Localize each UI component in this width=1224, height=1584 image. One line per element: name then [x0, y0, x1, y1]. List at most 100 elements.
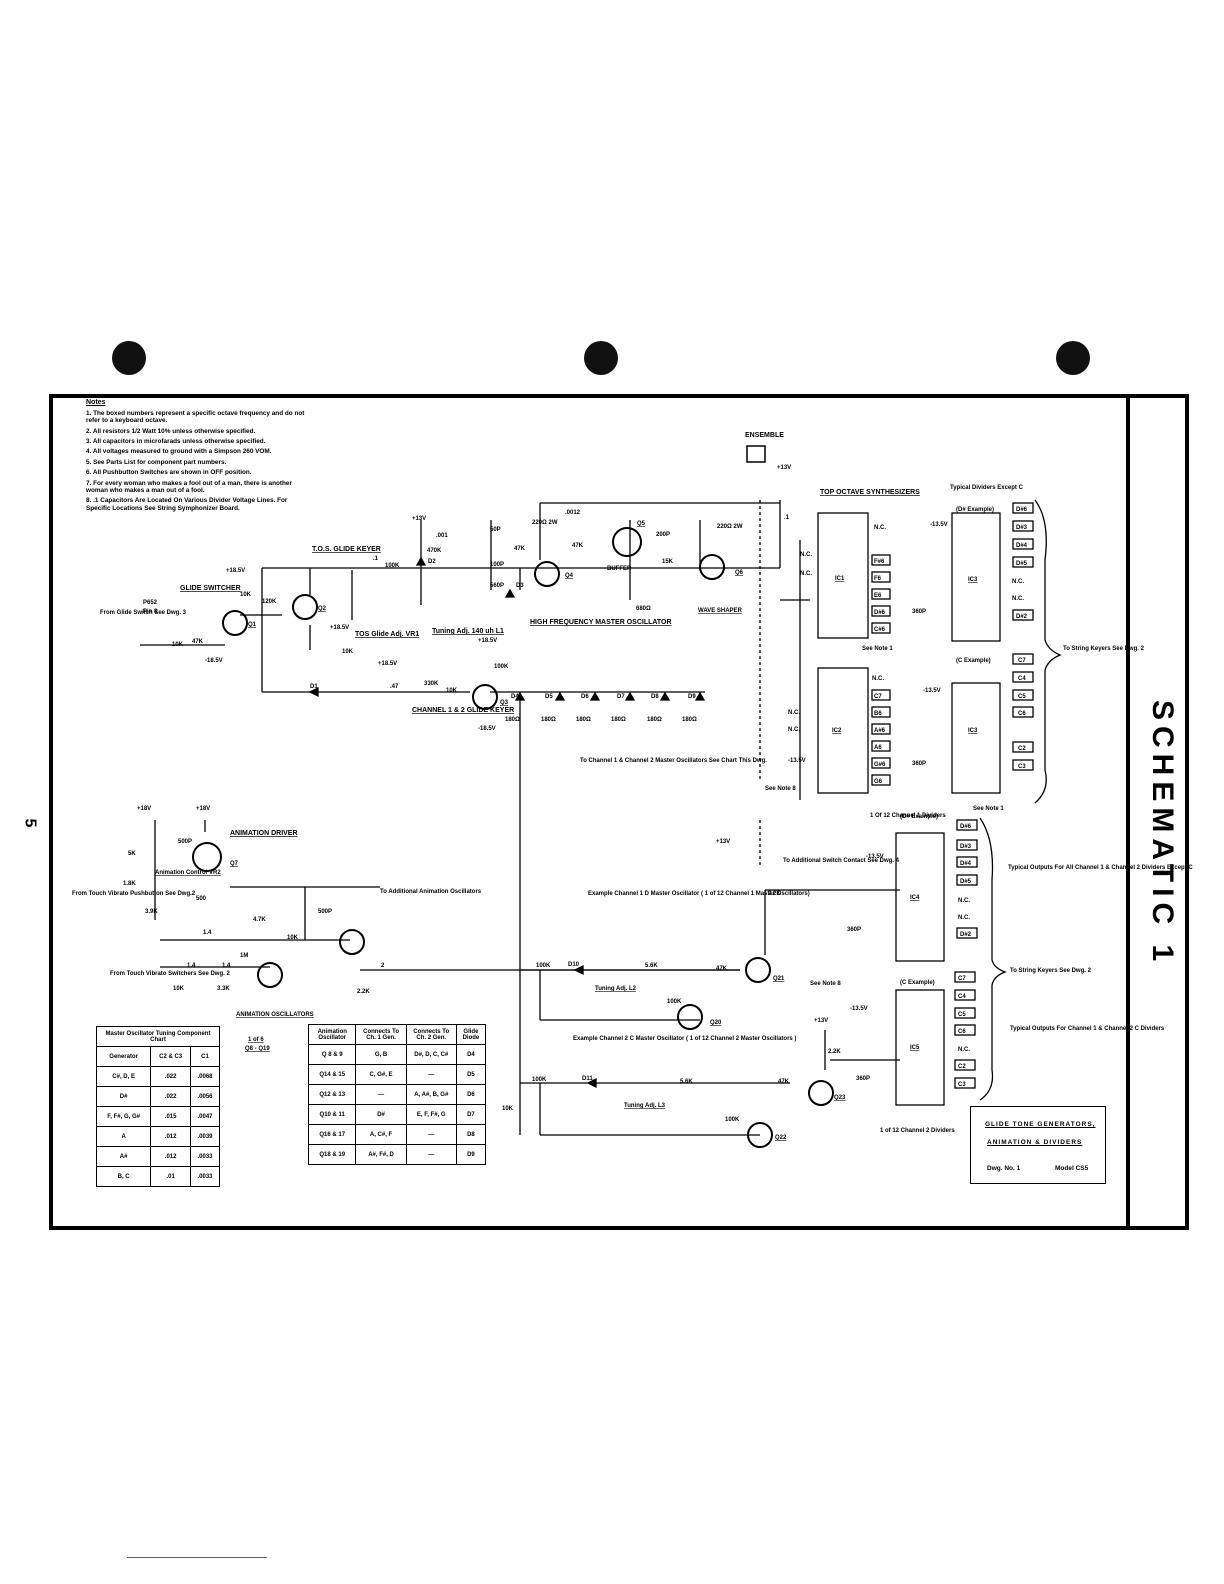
resistor-value: 10K: [172, 642, 184, 648]
output-box-label: C6: [1018, 711, 1026, 717]
resistor-value: 4.7K: [253, 917, 266, 923]
diode-label: D1: [310, 684, 318, 690]
resistor-value: 15K: [662, 559, 674, 565]
tuning-component-chart: Master Oscillator Tuning Component Chart…: [95, 1026, 221, 1187]
resistor-value: 47K: [192, 639, 204, 645]
output-box-label: D#3: [960, 844, 972, 850]
transistor-label: Q21: [773, 976, 785, 982]
resistor-value: 10K: [342, 649, 354, 655]
diode-label: D6: [581, 694, 589, 700]
table-cell: Q 8 & 9: [307, 1044, 357, 1065]
nc-label: N.C.: [800, 552, 812, 558]
table-cell: Q10 & 11: [307, 1104, 357, 1125]
output-box-label: C6: [958, 1029, 966, 1035]
resistor-value: 100K: [536, 963, 551, 969]
nc-label: N.C.: [958, 898, 970, 904]
note-item: 2. All resistors 1/2 Watt 10% unless oth…: [86, 427, 256, 435]
animation-control-label: Animation Control VR2: [155, 870, 221, 876]
nc-label: N.C.: [872, 676, 884, 682]
output-box-label: C4: [958, 994, 966, 1000]
table-cell: .022: [150, 1066, 191, 1087]
table-cell: .0033: [189, 1166, 221, 1187]
tuning-adj-l2-label: Tuning Adj. L2: [595, 986, 637, 992]
output-box-label: E6: [874, 593, 882, 599]
resistor-value: 10K: [287, 935, 299, 941]
note-item: 3. All capacitors in microfarads unless …: [86, 438, 266, 446]
output-box-label: C2: [958, 1064, 966, 1070]
table-cell: D6: [455, 1084, 487, 1105]
output-box-label: D#4: [1016, 543, 1028, 549]
voltage-label: +18V: [137, 806, 151, 812]
resistor-value: 500: [196, 896, 207, 902]
table-header: C2 & C3: [150, 1046, 191, 1067]
hf-oscillator-label: HIGH FREQUENCY MASTER OSCILLATOR: [530, 619, 672, 626]
output-box-label: F6: [874, 576, 882, 582]
table-cell: .015: [150, 1106, 191, 1127]
output-box-label: D#2: [960, 932, 972, 938]
table-cell: —: [405, 1124, 457, 1145]
voltage-label: -13.5V: [866, 854, 884, 860]
table-cell: A#: [95, 1146, 152, 1167]
capacitor-value: .001: [436, 533, 448, 539]
table-cell: .01: [150, 1166, 191, 1187]
model-number: Model CS5: [1055, 1165, 1089, 1172]
diodes: [308, 556, 706, 1089]
additional-switch-label: To Additional Switch Contact See Dwg. 4: [783, 858, 900, 864]
table-cell: A#, F#, D: [355, 1144, 407, 1165]
transistor-label: Q1: [248, 622, 257, 628]
supply-label: +13V: [777, 465, 791, 471]
nc-label: N.C.: [874, 525, 886, 531]
output-box-label: D#6: [874, 610, 886, 616]
table-cell: —: [355, 1084, 407, 1105]
output-box-label: C7: [1018, 658, 1026, 664]
resistor-value: 5.6K: [645, 963, 658, 969]
glide-keyer-label: CHANNEL 1 & 2 GLIDE KEYER: [412, 707, 514, 714]
table-cell: .0039: [189, 1126, 221, 1147]
diode-label: D9: [688, 694, 696, 700]
resistor-value: 47K: [778, 1079, 790, 1085]
transistor-label: Q6: [735, 570, 744, 576]
table-cell: F, F#, G, G#: [95, 1106, 152, 1127]
schematic-labels: ENSEMBLE +13V TOP OCTAVE SYNTHESIZERS Ty…: [72, 432, 1193, 1141]
punch-hole-right: [1056, 341, 1090, 375]
table-title: Master Oscillator Tuning Component Chart: [96, 1026, 220, 1047]
see-note-label: See Note 8: [765, 786, 796, 792]
output-box-label: A#6: [874, 728, 886, 734]
table-cell: A, A#, B, G#: [405, 1084, 457, 1105]
table-cell: A, C#, F: [355, 1124, 407, 1145]
transistor-label: Q22: [775, 1135, 787, 1141]
typical-outputs-c-label: Typical Outputs For Channel 1 & Channel …: [1010, 1026, 1165, 1032]
note-item: 4. All voltages measured to ground with …: [86, 448, 272, 456]
resistor-value: 47K: [514, 546, 526, 552]
output-box-label: G6: [874, 779, 883, 785]
ic-label: IC4: [910, 895, 920, 901]
output-boxes: [746, 445, 1034, 1089]
ic-label: IC5: [910, 1045, 920, 1051]
table-row: D#.022.0056: [95, 1086, 221, 1107]
note-item: 5. See Parts List for component part num…: [86, 458, 227, 466]
table-row: A#.012.0033: [95, 1146, 221, 1167]
ic-label: IC1: [835, 576, 845, 582]
table-cell: D4: [455, 1044, 487, 1065]
diode-label: D2: [428, 559, 436, 565]
table-header: Connects To Ch. 1 Gen.: [355, 1024, 407, 1045]
voltage-label: +13V: [716, 839, 730, 845]
ic-label: IC2: [832, 728, 842, 734]
voltage-label: +13V: [412, 516, 426, 522]
resistor-value: 5K: [128, 851, 136, 857]
table-cell: D9: [455, 1144, 487, 1165]
capacitor-value: 500P: [318, 909, 332, 915]
voltage-label: -18.5V: [205, 658, 223, 664]
diode-label: D7: [617, 694, 625, 700]
typical-dividers-label: Typical Dividers Except C: [950, 485, 1024, 491]
transistors: [192, 527, 834, 1148]
table-cell: D5: [455, 1064, 487, 1085]
output-box-label: D#2: [1016, 614, 1028, 620]
output-box-label: D#3: [1016, 525, 1028, 531]
voltage-label: +18.5V: [330, 625, 349, 631]
voltage-label: -13.5V: [930, 522, 948, 528]
one-of-six-label: 1 of 6: [248, 1037, 264, 1043]
braces: [979, 499, 1062, 1101]
